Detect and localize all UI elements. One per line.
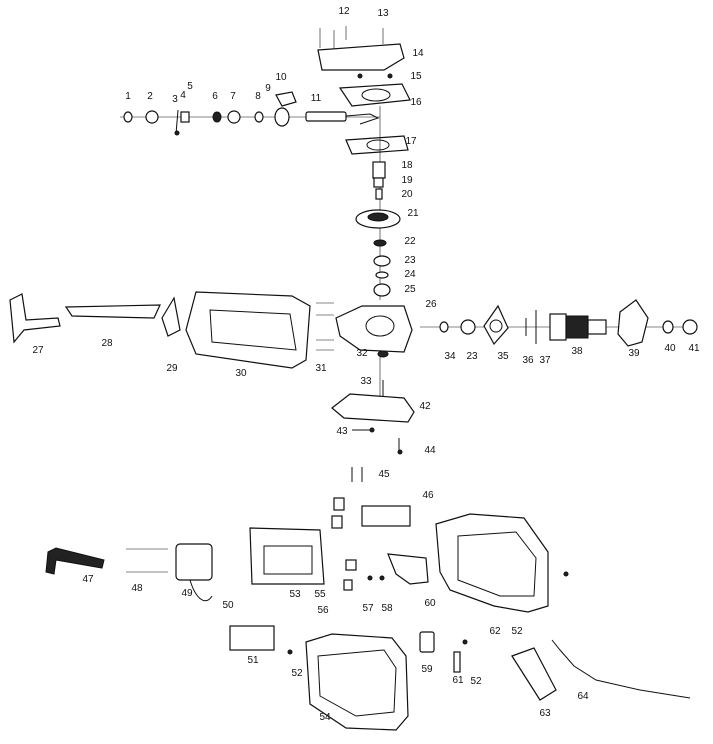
part-label-9: 9: [265, 83, 271, 94]
part-label-64: 64: [577, 691, 589, 702]
part-label-46: 46: [422, 490, 434, 501]
part-label-14: 14: [412, 48, 424, 59]
part-label-43: 43: [336, 426, 348, 437]
part-label-42: 42: [419, 401, 431, 412]
part-label-34: 34: [444, 351, 456, 362]
part-label-63: 63: [539, 708, 551, 719]
part-label-52: 52: [511, 626, 523, 637]
part-label-16: 16: [410, 97, 422, 108]
middle-row: [9, 291, 698, 400]
part-label-12: 12: [338, 6, 350, 17]
part-label-59: 59: [421, 664, 433, 675]
part-label-25: 25: [404, 284, 416, 295]
part-label-62: 62: [489, 626, 501, 637]
part-label-37: 37: [539, 355, 551, 366]
part-label-45: 45: [378, 469, 390, 480]
part-label-44: 44: [424, 445, 436, 456]
part-label-52: 52: [291, 668, 303, 679]
part-label-40: 40: [664, 343, 676, 354]
part-label-23: 23: [466, 351, 478, 362]
part-label-3: 3: [172, 94, 178, 105]
lower-middle-parts: [331, 393, 415, 527]
part-label-51: 51: [247, 655, 259, 666]
part-label-4: 4: [180, 90, 186, 101]
part-label-19: 19: [401, 175, 413, 186]
part-label-38: 38: [571, 346, 583, 357]
part-label-13: 13: [377, 8, 389, 19]
part-label-28: 28: [101, 338, 113, 349]
part-label-10: 10: [275, 72, 287, 83]
part-label-20: 20: [401, 189, 413, 200]
part-label-18: 18: [401, 160, 413, 171]
part-label-8: 8: [255, 91, 261, 102]
part-label-48: 48: [131, 583, 143, 594]
part-label-11: 11: [311, 93, 322, 104]
shaft-assembly: [120, 91, 380, 136]
part-label-55: 55: [314, 589, 326, 600]
part-label-57: 57: [362, 603, 374, 614]
part-label-27: 27: [32, 345, 44, 356]
lower-assembly: [45, 497, 691, 731]
part-label-36: 36: [522, 355, 534, 366]
part-label-5: 5: [187, 81, 193, 92]
part-label-41: 41: [688, 343, 700, 354]
part-label-32: 32: [356, 348, 368, 359]
part-label-26: 26: [425, 299, 437, 310]
part-label-7: 7: [230, 91, 236, 102]
part-label-30: 30: [235, 368, 247, 379]
part-label-61: 61: [452, 675, 464, 686]
part-label-52: 52: [470, 676, 482, 687]
part-label-35: 35: [497, 351, 509, 362]
part-label-2: 2: [147, 91, 153, 102]
part-label-31: 31: [315, 363, 327, 374]
part-label-21: 21: [407, 208, 419, 219]
part-label-50: 50: [222, 600, 234, 611]
part-label-54: 54: [319, 712, 331, 723]
part-label-1: 1: [125, 91, 131, 102]
part-label-58: 58: [381, 603, 393, 614]
part-label-33: 33: [360, 376, 372, 387]
gear-column: [317, 26, 411, 300]
part-label-6: 6: [212, 91, 218, 102]
part-label-60: 60: [424, 598, 436, 609]
part-label-15: 15: [410, 71, 422, 82]
part-label-22: 22: [404, 236, 416, 247]
part-label-29: 29: [166, 363, 178, 374]
part-label-23: 23: [404, 255, 416, 266]
part-label-49: 49: [181, 588, 193, 599]
part-label-53: 53: [289, 589, 301, 600]
part-label-47: 47: [82, 574, 94, 585]
part-label-17: 17: [405, 136, 417, 147]
part-label-56: 56: [317, 605, 329, 616]
part-label-39: 39: [628, 348, 640, 359]
part-label-24: 24: [404, 269, 416, 280]
